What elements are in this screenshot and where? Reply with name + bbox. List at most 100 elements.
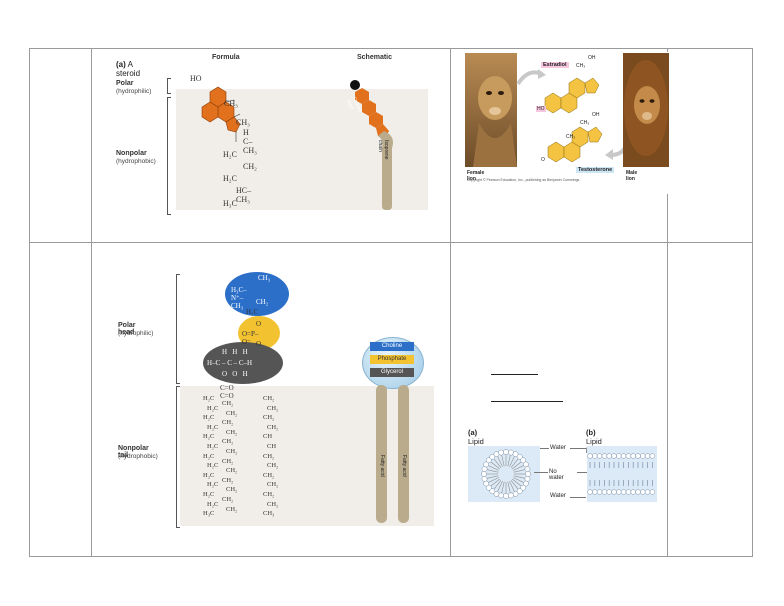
- ch2-group: CH₂: [256, 298, 269, 306]
- lipid-head: [596, 453, 603, 459]
- chain-group: H₂C: [203, 414, 215, 422]
- lipid-head: [503, 493, 509, 499]
- h2c-group: H₂C: [246, 308, 259, 316]
- steroid-ring-structure: [201, 86, 241, 142]
- chain-group: CH₂: [226, 428, 238, 436]
- chain-group: H₂C: [203, 491, 215, 498]
- chain-group: CH₂: [222, 496, 234, 503]
- nonpolar-tail-sub-label: (hydrophobic): [118, 453, 158, 460]
- chain-group: CH₂: [226, 486, 238, 494]
- lipid-head: [485, 484, 492, 491]
- leader-line: [534, 472, 548, 473]
- bilayer-diagram: [587, 453, 656, 495]
- polar-brace: [167, 78, 171, 94]
- chain-group: H₂C: [203, 452, 215, 460]
- nonpolar-tail-label: Nonpolar tail: [118, 445, 149, 459]
- chain-group: CH₂: [222, 400, 234, 407]
- column-schematic-header: Schematic: [357, 54, 393, 61]
- lipid-head: [601, 453, 608, 459]
- ch3-group: CH₃: [566, 134, 576, 140]
- lipid-head: [611, 489, 617, 495]
- chain-group: CH₂: [222, 476, 234, 484]
- lipid-head: [503, 449, 509, 455]
- column-divider: [450, 49, 451, 556]
- chain-group: CH₂: [263, 452, 275, 460]
- polar-head-brace: [176, 274, 180, 384]
- row-divider: [30, 242, 752, 243]
- polar-head-sub-label: (hydrophilic): [118, 330, 154, 337]
- chain-group: CH₂: [267, 404, 279, 412]
- c-ch3-group: C–CH₃: [243, 137, 257, 155]
- o-row: O O H: [222, 370, 248, 378]
- testosterone-label: Testosterone: [576, 167, 615, 173]
- lipid-head: [620, 489, 627, 495]
- lipid-head: [616, 453, 622, 459]
- lipid-head: [620, 453, 627, 459]
- lipid-head: [606, 489, 612, 495]
- chain-group: H₂C: [203, 395, 215, 402]
- glycerol-band: Glycerol: [370, 368, 414, 377]
- lipid-head: [644, 453, 651, 459]
- leader-line: [570, 497, 586, 498]
- chain-group: CH₂: [226, 505, 238, 513]
- lipid-head: [616, 489, 622, 495]
- title-text: A steroid: [116, 60, 141, 78]
- lipid-head: [498, 449, 504, 456]
- testosterone-structure: [547, 126, 603, 163]
- chain-group: H₂C: [207, 423, 219, 431]
- oh-group: OH: [588, 55, 596, 61]
- blank-line: [491, 374, 538, 375]
- lipid-head: [635, 489, 641, 495]
- h3c-group: H₃C: [223, 199, 237, 208]
- chain-group: CH₂: [267, 500, 279, 508]
- trimethylammonium-group: H₃C–N⁺–CH₃: [231, 286, 247, 310]
- glycerol-blob: [203, 342, 283, 384]
- chain-group: CH₂: [267, 481, 279, 489]
- column-divider: [91, 49, 92, 556]
- chain-group: CH₂: [263, 471, 275, 479]
- h-row: H H H: [222, 348, 248, 356]
- title-letter: (a): [116, 60, 126, 69]
- nonpolar-label: Nonpolar: [116, 150, 147, 157]
- column-formula-header: Formula: [212, 54, 240, 61]
- water-bottom-label: Water: [550, 493, 566, 499]
- lipid-head: [587, 453, 593, 459]
- ch3-group: CH₃: [580, 120, 590, 126]
- ch3-group: CH₃: [258, 274, 271, 282]
- phosphate-group: O=P–O⁻: [242, 330, 259, 346]
- leader-line: [540, 448, 549, 449]
- chain-group: H₂C: [203, 433, 215, 441]
- lipid-head: [493, 490, 500, 497]
- lipid-head: [644, 489, 651, 495]
- female-lion-label: Female lion: [467, 170, 485, 182]
- carbonyl-row: C=O C=O: [220, 384, 234, 400]
- nonpolar-brace: [167, 97, 171, 215]
- chain-group: CH₂: [263, 414, 275, 422]
- lipid-head: [489, 488, 496, 495]
- o-atom: O: [256, 340, 262, 348]
- lipid-head: [516, 453, 523, 460]
- water-top-label: Water: [550, 445, 566, 451]
- nonpolar-tail-brace: [176, 386, 180, 528]
- fatty-acid-label: Fatty acid: [401, 455, 407, 477]
- h2c-group: H₂C: [223, 150, 237, 159]
- chain-group: CH₃: [263, 510, 275, 518]
- chain-group: CH₂: [226, 467, 238, 475]
- chain-group: CH₂: [222, 457, 234, 465]
- title-letter: (b): [586, 428, 596, 437]
- h-atom: H: [243, 128, 249, 137]
- title-letter: (a): [468, 428, 478, 437]
- phosphate-band: Phosphate: [370, 355, 414, 364]
- content-table: [29, 48, 753, 557]
- lipid-head: [649, 453, 656, 459]
- ch3-group: CH₃: [236, 118, 250, 127]
- female-lion-image: [465, 53, 517, 167]
- fatty-acid-tail: [398, 385, 409, 523]
- estradiol-label: Estradiol: [541, 62, 569, 68]
- ch3-group: CH₃: [224, 99, 238, 108]
- lipid-head: [481, 471, 487, 477]
- lipid-head: [640, 489, 646, 495]
- micelle-diagram: [481, 449, 531, 499]
- choline-blob: [225, 272, 289, 316]
- lipid-head: [649, 489, 656, 495]
